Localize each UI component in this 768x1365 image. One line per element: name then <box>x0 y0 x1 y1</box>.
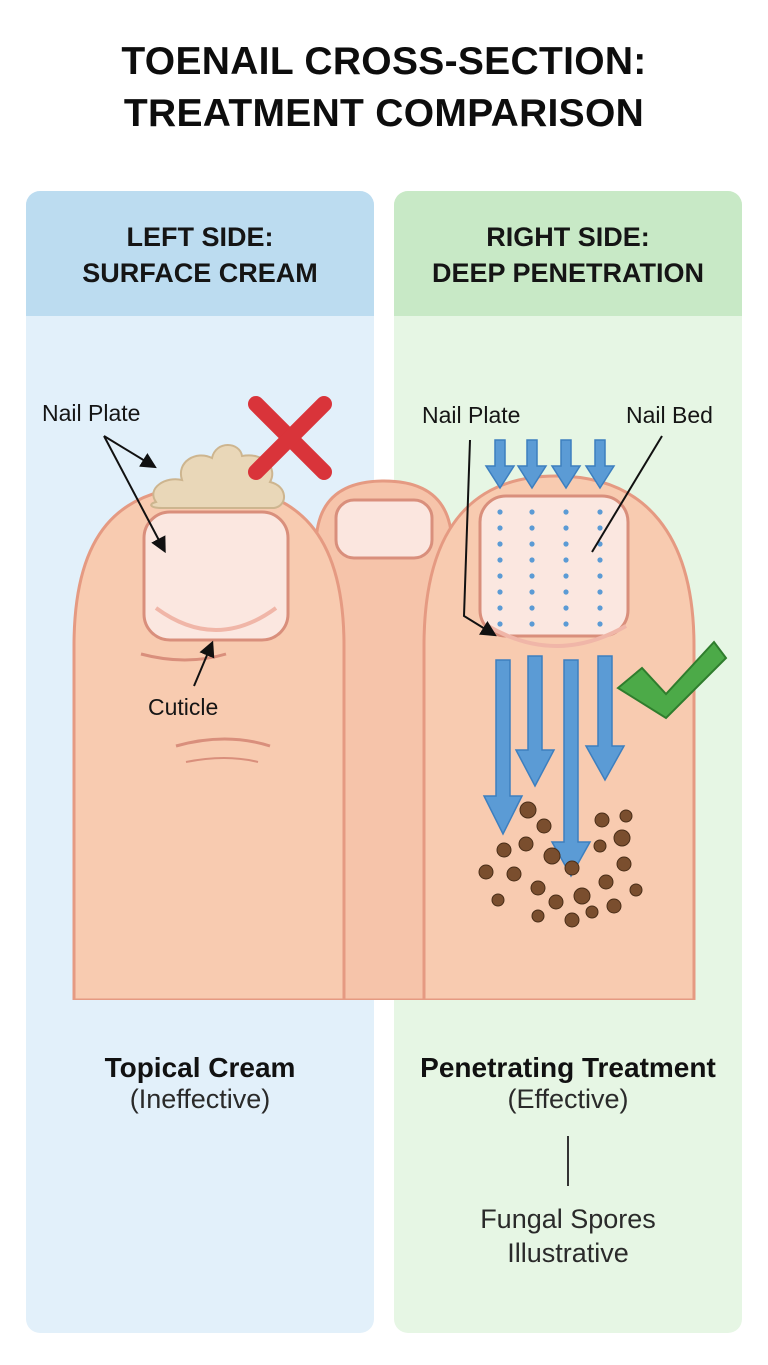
left-panel-header: LEFT SIDE: SURFACE CREAM <box>26 191 374 316</box>
cuticle-label: Cuticle <box>148 694 218 721</box>
spores-note: Fungal Spores Illustrative <box>394 1202 742 1270</box>
right-header-line-2: DEEP PENETRATION <box>394 255 742 291</box>
left-caption-sub: (Ineffective) <box>26 1084 374 1115</box>
right-panel-header: RIGHT SIDE: DEEP PENETRATION <box>394 191 742 316</box>
left-caption: Topical Cream (Ineffective) <box>26 1052 374 1115</box>
red-x-icon <box>256 404 324 472</box>
caption-divider <box>567 1136 569 1186</box>
right-nail-plate-label: Nail Plate <box>422 402 520 429</box>
nail-bed-label: Nail Bed <box>626 402 713 429</box>
left-nail-plate <box>144 512 288 640</box>
left-nail-plate-label: Nail Plate <box>42 400 140 427</box>
page-title: TOENAIL CROSS-SECTION: TREATMENT COMPARI… <box>0 36 768 140</box>
right-caption-sub: (Effective) <box>394 1084 742 1115</box>
right-nail-plate <box>480 496 628 636</box>
spores-note-line-1: Fungal Spores <box>394 1202 742 1236</box>
right-caption: Penetrating Treatment (Effective) <box>394 1052 742 1115</box>
title-line-2: TREATMENT COMPARISON <box>0 88 768 140</box>
spores-note-line-2: Illustrative <box>394 1236 742 1270</box>
title-line-1: TOENAIL CROSS-SECTION: <box>0 36 768 88</box>
left-caption-title: Topical Cream <box>26 1052 374 1084</box>
right-caption-title: Penetrating Treatment <box>394 1052 742 1084</box>
left-header-line-1: LEFT SIDE: <box>26 219 374 255</box>
left-header-line-2: SURFACE CREAM <box>26 255 374 291</box>
right-big-toe <box>424 436 726 1000</box>
right-header-line-1: RIGHT SIDE: <box>394 219 742 255</box>
